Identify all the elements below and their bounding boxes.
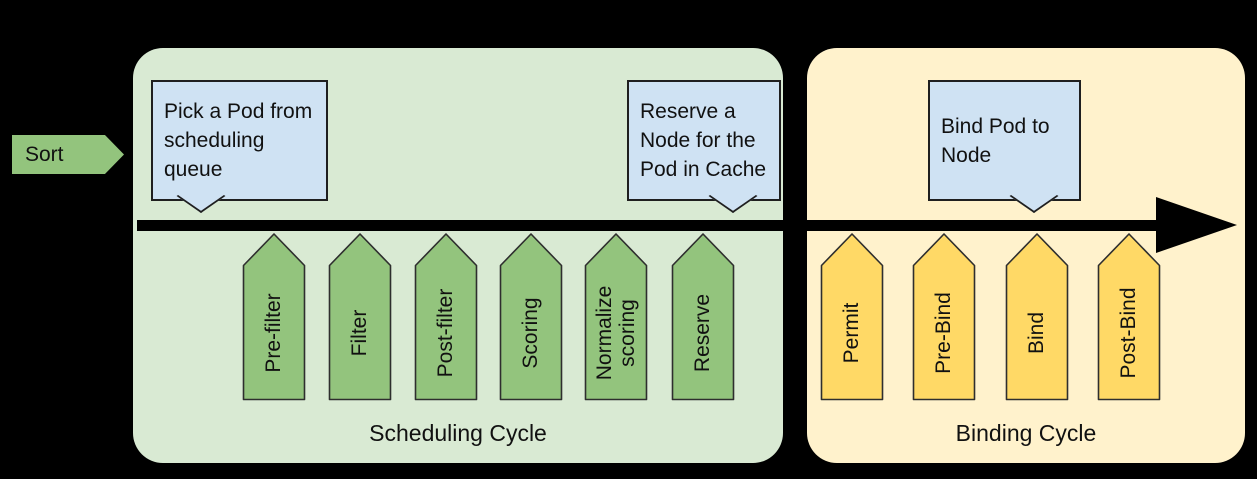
step-arrow-scoring: Scoring <box>499 233 563 401</box>
step-arrow-filter: Filter <box>328 233 392 401</box>
timeline-arrowhead-icon <box>1156 197 1237 253</box>
step-arrow-post-filter: Post-filter <box>414 233 478 401</box>
up-arrow-shape-icon <box>820 233 884 401</box>
callout-line: Pod in Cache <box>640 158 767 181</box>
binding-cycle-label: Binding Cycle <box>955 420 1097 446</box>
callout-line: Node for the <box>640 129 756 152</box>
up-arrow-shape-icon <box>242 233 306 401</box>
step-arrow-post-bind: Post-Bind <box>1097 233 1161 401</box>
callout-line: Bind Pod to <box>941 114 1050 138</box>
step-label: Normalize scoring <box>593 285 639 381</box>
up-arrow-shape-icon <box>671 233 735 401</box>
callout-line: scheduling <box>164 129 265 152</box>
step-label: Permit <box>840 302 863 364</box>
step-label: Filter <box>348 309 371 357</box>
step-arrow-normalize-scoring: Normalize scoring <box>584 233 648 401</box>
callout-line: queue <box>164 158 223 181</box>
up-arrow-shape-icon <box>912 233 976 401</box>
step-label: Post-filter <box>434 288 457 378</box>
up-arrow-shape-icon <box>414 233 478 401</box>
step-label: Post-Bind <box>1117 287 1140 379</box>
callout-line: Reserve a <box>640 100 736 123</box>
step-label: Scoring <box>519 297 542 369</box>
step-label: Pre-filter <box>262 293 285 373</box>
up-arrow-shape-icon <box>584 233 648 401</box>
sort-arrow: Sort <box>12 135 124 174</box>
up-arrow-shape-icon <box>499 233 563 401</box>
callout-reserve-node: Reserve a Node for the Pod in Cache <box>627 80 781 213</box>
timeline-arrow-shaft <box>137 220 1165 231</box>
step-arrow-pre-bind: Pre-Bind <box>912 233 976 401</box>
scheduling-cycle-label: Scheduling Cycle <box>369 420 547 446</box>
callout-line: Pick a Pod from <box>164 100 313 123</box>
step-arrow-permit: Permit <box>820 233 884 401</box>
step-arrow-pre-filter: Pre-filter <box>242 233 306 401</box>
step-arrow-bind: Bind <box>1005 233 1069 401</box>
step-label: Bind <box>1025 311 1048 355</box>
step-arrow-reserve: Reserve <box>671 233 735 401</box>
step-label: Pre-Bind <box>932 292 955 374</box>
callout-line: Node <box>941 143 992 167</box>
up-arrow-shape-icon <box>1005 233 1069 401</box>
step-label: Reserve <box>691 293 714 373</box>
callout-pick-pod: Pick a Pod from scheduling queue <box>151 80 328 213</box>
up-arrow-shape-icon <box>328 233 392 401</box>
up-arrow-shape-icon <box>1097 233 1161 401</box>
sort-label: Sort <box>25 143 64 166</box>
callout-bind-pod: Bind Pod to Node <box>928 80 1081 213</box>
